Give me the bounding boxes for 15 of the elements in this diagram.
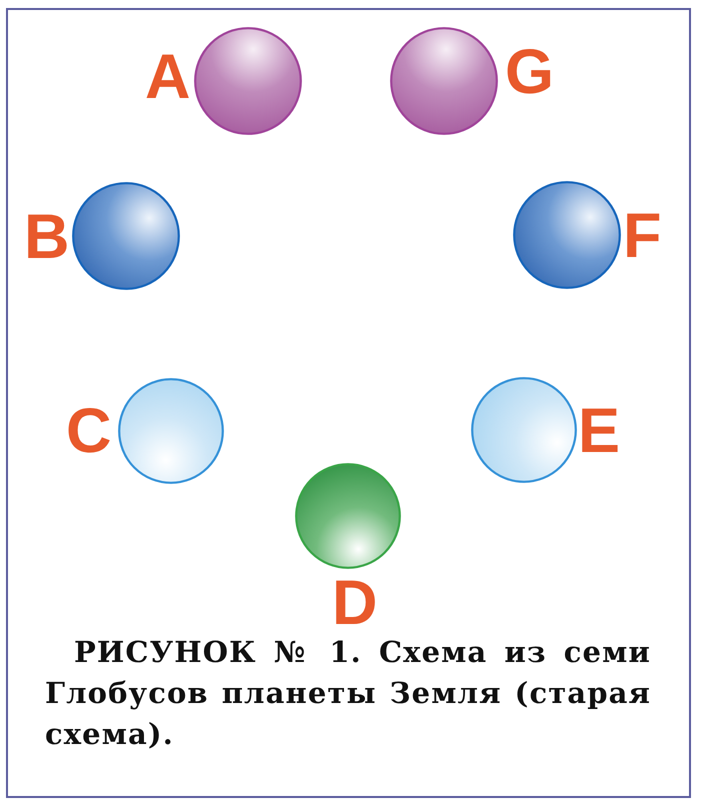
- letter-label: E: [578, 400, 620, 463]
- sphere: [118, 378, 224, 484]
- sphere: [194, 27, 302, 135]
- sphere: [72, 182, 180, 290]
- sphere: [513, 181, 621, 289]
- sphere: [390, 27, 498, 135]
- letter-label: G: [505, 41, 554, 104]
- caption: РИСУНОК № 1. Схема из семи Глобусов планеты Земля (старая схема).: [45, 634, 651, 753]
- sphere: [295, 463, 401, 569]
- letter-label: C: [66, 400, 112, 463]
- sphere: [471, 377, 577, 483]
- letter-label: D: [332, 572, 378, 635]
- letter-label: A: [145, 46, 190, 109]
- letter-label: F: [623, 205, 662, 268]
- letter-label: B: [24, 206, 70, 269]
